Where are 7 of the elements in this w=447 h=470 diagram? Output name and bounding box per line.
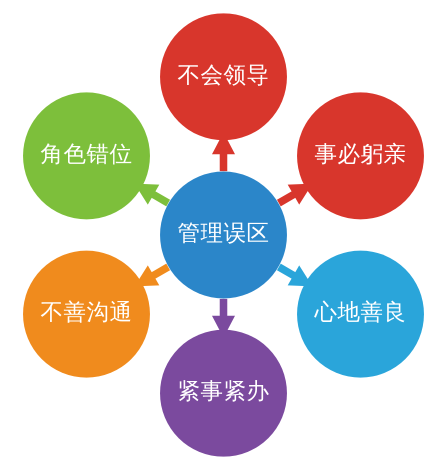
node-circle: 不善沟通 (23, 250, 150, 378)
node-circle: 角色错位 (23, 92, 150, 220)
node-circle: 紧事紧办 (160, 330, 287, 457)
node-circle: 事必躬亲 (297, 92, 424, 220)
node-circle: 心地善良 (297, 250, 424, 378)
node-circle: 管理误区 (160, 172, 287, 298)
node-circle: 不会领导 (160, 13, 287, 140)
